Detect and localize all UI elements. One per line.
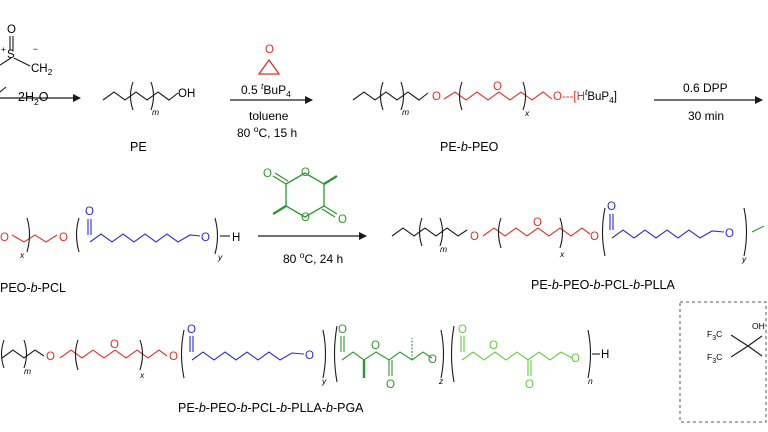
pcl-block-x: x xyxy=(19,250,25,260)
pcl-oxygen-terminal: O xyxy=(201,232,210,244)
penta-z: z xyxy=(438,376,444,386)
penta-plla-ester-o: O xyxy=(371,340,380,352)
pcl-block-y: y xyxy=(217,252,223,262)
peo-oxygen-1: O xyxy=(432,91,441,103)
pcl-end-hydrogen: H xyxy=(232,232,240,244)
penta-x: x xyxy=(139,370,145,380)
penta-oxygen-3: O xyxy=(169,351,178,363)
penta-oxygen-1: O xyxy=(46,351,55,363)
plus-charge: + xyxy=(1,44,6,54)
penta-plla-carbonyl-o-1: O xyxy=(338,324,347,336)
pcl-oxygen-ester: O xyxy=(59,232,68,244)
pe-structure xyxy=(102,81,179,111)
condition-tbup4: 0.5 tBuP4 xyxy=(241,81,291,99)
cf3-group-1: F3C xyxy=(707,329,722,342)
penta-plla-ester-o-2: O xyxy=(428,354,437,366)
penta-oxygen-2: O xyxy=(110,339,119,351)
product2-x: x xyxy=(559,249,565,259)
lactide-ring-o-2: O xyxy=(301,212,310,224)
condition-dpp: 0.6 DPP xyxy=(683,81,728,95)
penta-pga-carbonyl-o-2: O xyxy=(525,379,534,391)
product2-oxygen-1: O xyxy=(470,231,479,243)
ch2-group: CH2 xyxy=(31,63,53,77)
pe-peo-pcl-plla-structure xyxy=(391,207,765,257)
alcohol-oh: OH xyxy=(752,321,765,331)
product2-oxygen-2: O xyxy=(533,217,542,229)
penta-m: m xyxy=(24,366,31,376)
product2-y: y xyxy=(741,254,747,264)
penta-n: n xyxy=(588,376,593,386)
penta-oxygen-4: O xyxy=(305,350,314,362)
pcl-oxygen-left: O xyxy=(0,232,9,244)
pe-b-peo-label: PE-b-PEO xyxy=(440,140,499,154)
cf3-group-2: F3C xyxy=(707,352,722,365)
pe-repeat-m: m xyxy=(152,107,159,117)
sulfoxide-oxygen: O xyxy=(7,24,16,36)
product2-carbonyl-o: O xyxy=(607,201,616,213)
peo-block-x: x xyxy=(524,108,530,118)
penta-pga-carbonyl-o-1: O xyxy=(458,324,467,336)
peo-b-pcl-label: PEO-b-PCL xyxy=(0,281,66,295)
peo-oxygen-2: O xyxy=(493,81,502,93)
product2-oxygen-3: O xyxy=(590,231,599,243)
l-lactide-structure xyxy=(272,172,338,218)
condition-lactide-temp-time: 80 oC, 24 h xyxy=(283,250,343,266)
penta-pga-oxygen-end: O xyxy=(571,353,580,365)
product2-oxygen-4: O xyxy=(725,228,734,240)
lactide-ring-o-1: O xyxy=(301,167,310,179)
dimethylsulfoxonium-methylide-reagent xyxy=(0,36,31,93)
water-reagent: 2H2O xyxy=(18,90,49,107)
pentablock-label: PE-b-PEO-b-PCL-b-PLLA-b-PGA xyxy=(178,401,364,415)
pe-b-peo-structure xyxy=(352,81,553,111)
catalyst-inset-box xyxy=(679,301,767,423)
pe-label: PE xyxy=(130,140,147,154)
peo-pcl-structure xyxy=(11,217,230,255)
condition-temperature-time: 80 oC, 15 h xyxy=(237,124,297,140)
lactide-carbonyl-o-1: O xyxy=(263,168,272,180)
pcl-carbonyl-oxygen: O xyxy=(85,206,94,218)
product2-m: m xyxy=(440,244,447,254)
penta-end-hydrogen: H xyxy=(601,349,609,361)
ethylene-oxide-icon xyxy=(257,58,281,75)
peo-block-m: m xyxy=(402,107,409,117)
pentablock-structure xyxy=(0,325,600,383)
penta-pcl-carbonyl-o: O xyxy=(187,324,196,336)
pe-hydroxyl: OH xyxy=(178,88,195,100)
epoxide-oxygen: O xyxy=(265,44,274,56)
condition-time-30min: 30 min xyxy=(688,109,724,123)
penta-pga-ester-o: O xyxy=(489,340,498,352)
sulfur-atom: S xyxy=(7,49,15,61)
condition-solvent: toluene xyxy=(249,109,289,123)
phosphazenium-end: O---[HtBuP4] xyxy=(553,87,617,105)
penta-y: y xyxy=(321,376,327,386)
minus-charge: − xyxy=(33,44,38,54)
hexafluoro-alcohol-structure xyxy=(730,334,763,358)
pe-peo-pcl-plla-label: PE-b-PEO-b-PCL-b-PLLA xyxy=(531,278,675,292)
penta-plla-carbonyl-o-2: O xyxy=(386,379,395,391)
lactide-carbonyl-o-2: O xyxy=(338,214,347,226)
